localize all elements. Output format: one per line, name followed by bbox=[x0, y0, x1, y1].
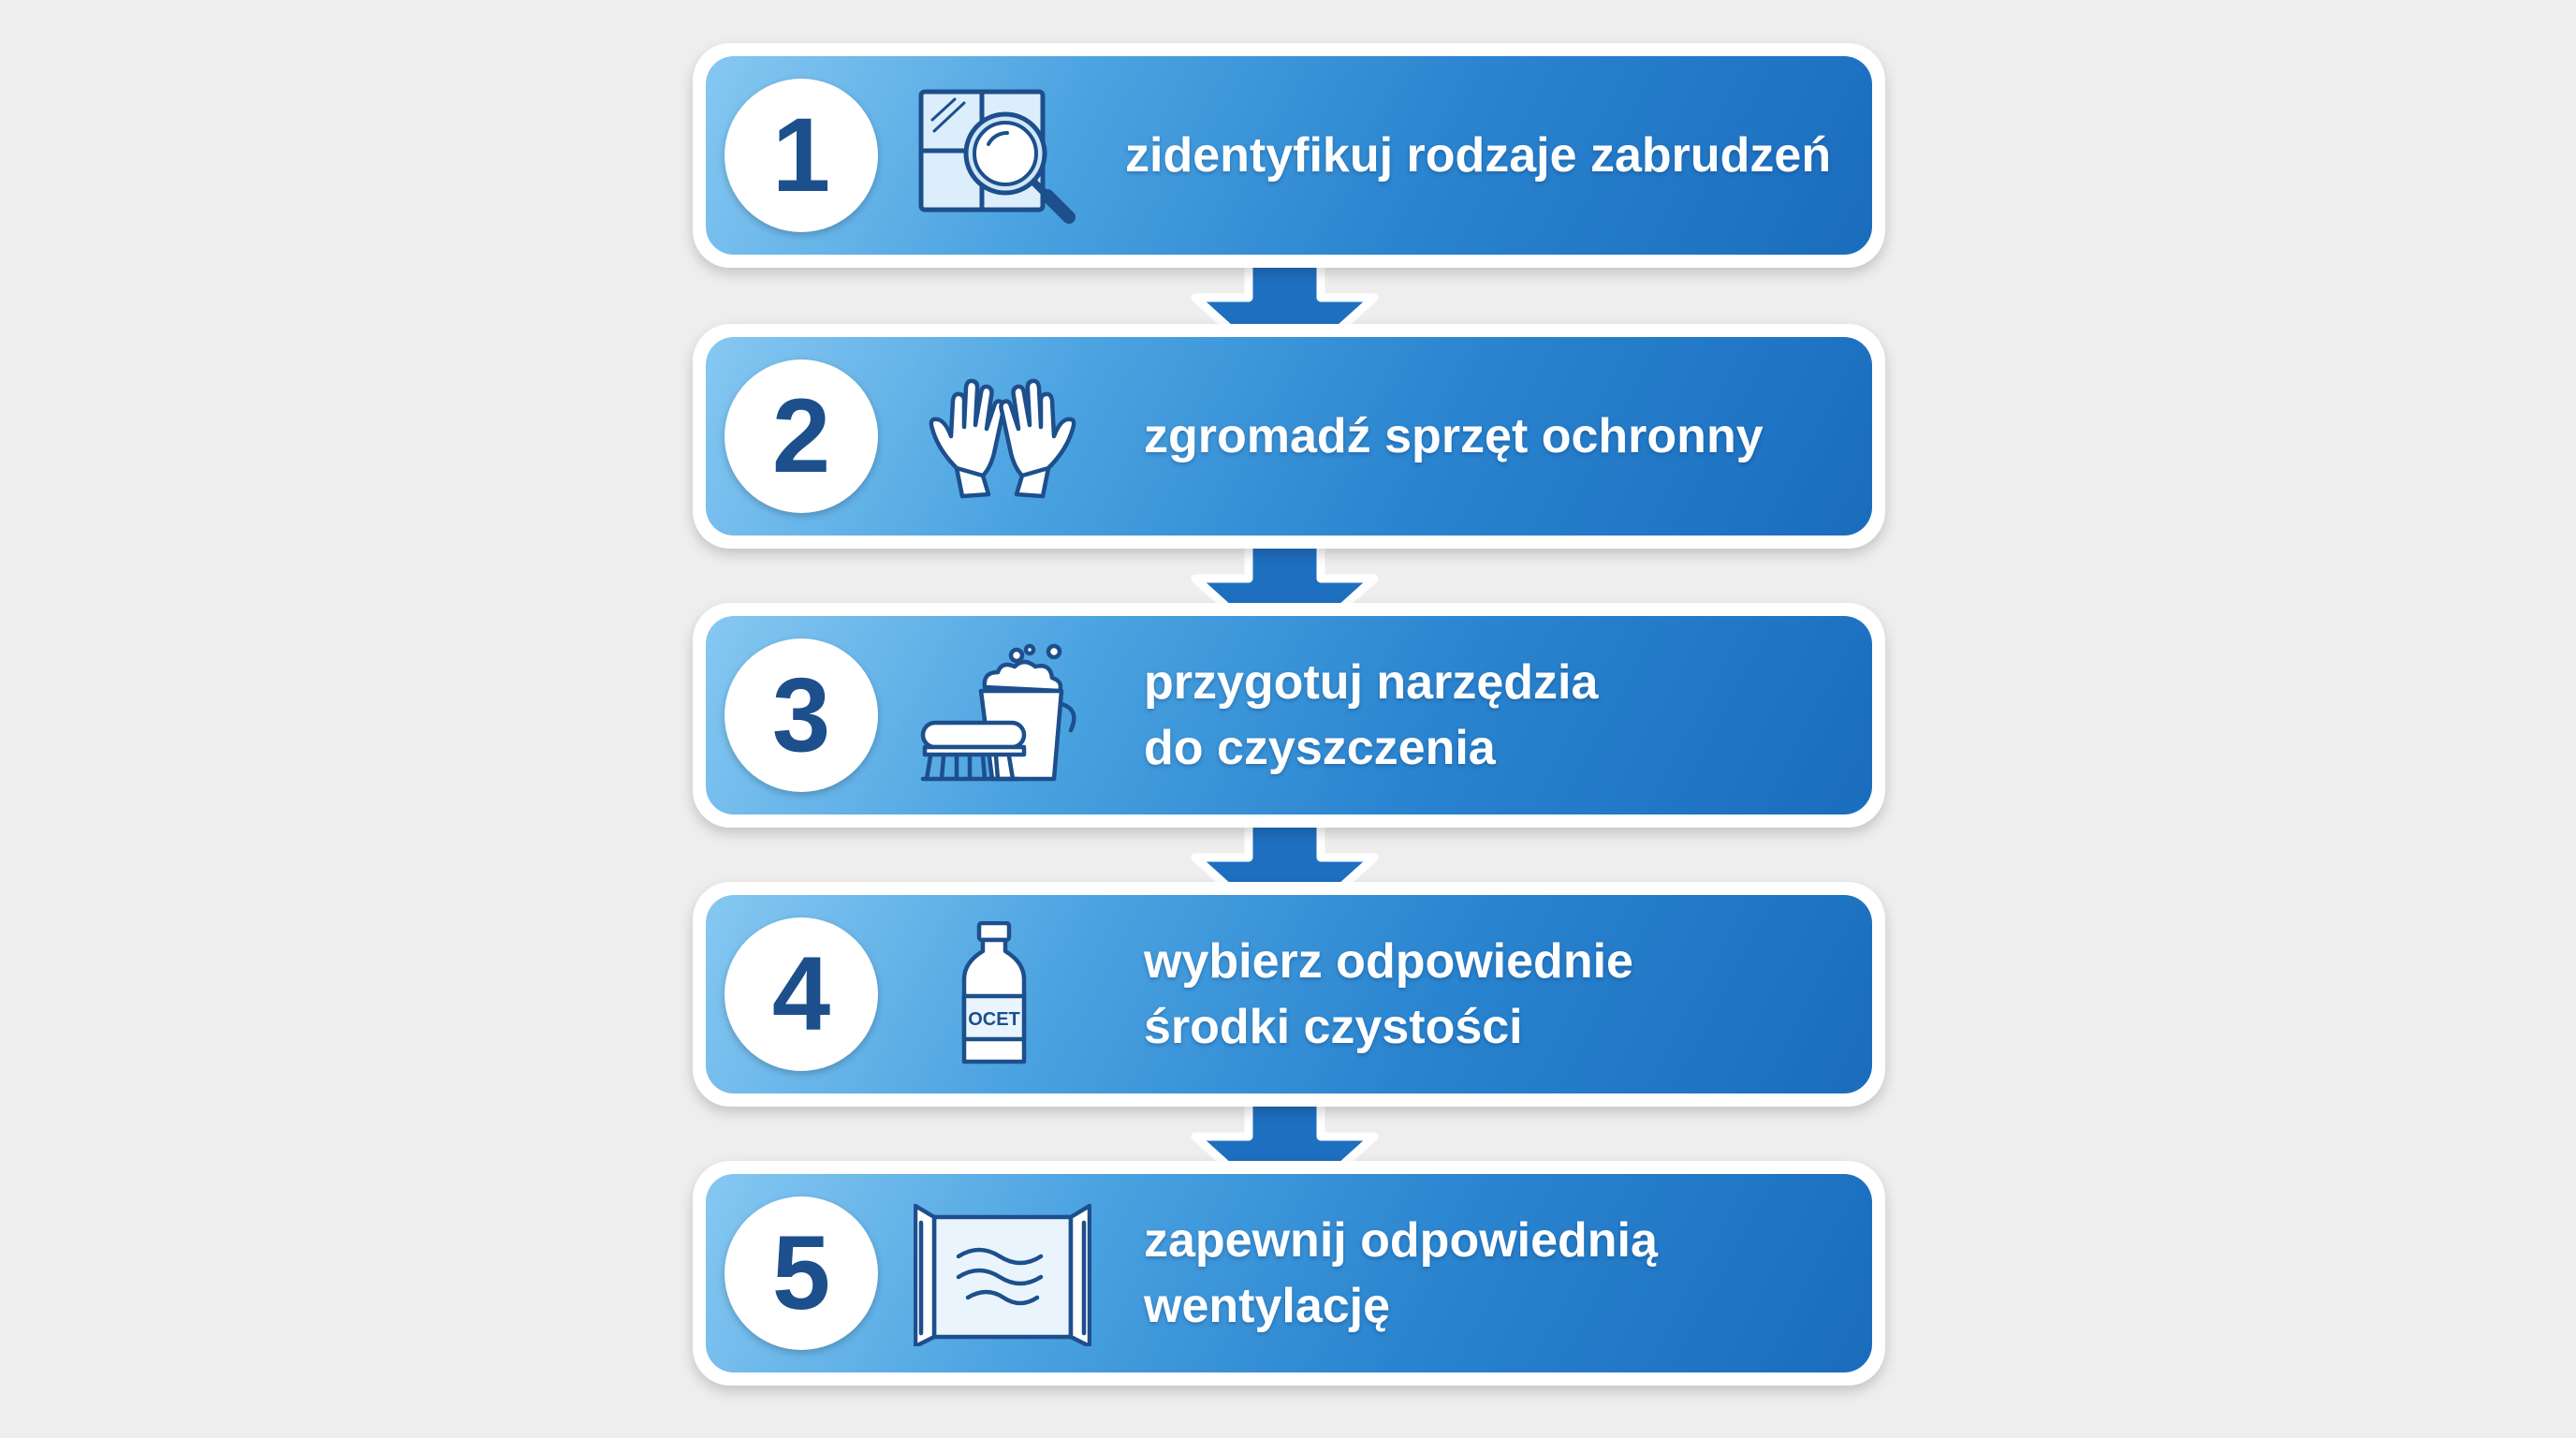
step-4-line-1: wybierz odpowiednie bbox=[1144, 934, 1633, 989]
process-flow: 1 zidentyfikuj rodzaje zabrudzeń bbox=[693, 43, 1885, 1391]
step-5-line-1: zapewnij odpowiednią bbox=[1144, 1213, 1658, 1268]
step-5-line-2: wentylację bbox=[1144, 1279, 1391, 1333]
step-3-line-2: do czyszczenia bbox=[1144, 721, 1496, 775]
step-2-box: 2 zgromadź sprzęt ochronny bbox=[706, 337, 1872, 536]
step-5-number: 5 bbox=[771, 1214, 831, 1331]
step-4-card: 4 OCET wybierz odpowiednie środki czysto… bbox=[693, 882, 1885, 1107]
step-1-box: 1 zidentyfikuj rodzaje zabrudzeń bbox=[706, 56, 1872, 255]
step-3-line-1: przygotuj narzędzia bbox=[1144, 655, 1599, 710]
step-1-number-badge: 1 bbox=[724, 79, 878, 232]
step-4-label: wybierz odpowiednie środki czystości bbox=[1144, 895, 1633, 1093]
step-5-box: 5 zapewnij odpowiednią wentylację bbox=[706, 1174, 1872, 1372]
step-1-card: 1 zidentyfikuj rodzaje zabrudzeń bbox=[693, 43, 1885, 268]
step-5-number-badge: 5 bbox=[724, 1196, 878, 1350]
step-3-card: 3 bbox=[693, 603, 1885, 828]
step-4-line-2: środki czystości bbox=[1144, 1000, 1523, 1054]
step-5-card: 5 zapewnij odpowiednią wentylację bbox=[693, 1161, 1885, 1386]
brush-bucket-icon bbox=[914, 642, 1091, 788]
step-4-box: 4 OCET wybierz odpowiednie środki czysto… bbox=[706, 895, 1872, 1093]
step-3-label: przygotuj narzędzia do czyszczenia bbox=[1144, 616, 1598, 814]
step-2-line-1: zgromadź sprzęt ochronny bbox=[1144, 409, 1764, 463]
step-4-number: 4 bbox=[771, 935, 831, 1052]
step-2-label: zgromadź sprzęt ochronny bbox=[1144, 337, 1764, 536]
step-3-number-badge: 3 bbox=[724, 638, 878, 792]
step-3-number: 3 bbox=[771, 656, 831, 773]
step-2-number: 2 bbox=[771, 377, 831, 494]
step-2-card: 2 zgromadź sprzęt ochronny bbox=[693, 324, 1885, 549]
step-1-number: 1 bbox=[771, 96, 831, 213]
step-1-line-1: zidentyfikuj rodzaje zabrudzeń bbox=[1125, 128, 1832, 183]
open-window-icon bbox=[914, 1200, 1091, 1346]
tile-magnifier-icon bbox=[914, 82, 1091, 228]
step-4-number-badge: 4 bbox=[724, 917, 878, 1071]
step-2-number-badge: 2 bbox=[724, 360, 878, 513]
gloves-icon bbox=[914, 363, 1091, 509]
bottle-icon: OCET bbox=[914, 921, 1091, 1067]
step-1-label: zidentyfikuj rodzaje zabrudzeń bbox=[1125, 56, 1831, 255]
step-5-label: zapewnij odpowiednią wentylację bbox=[1144, 1174, 1658, 1372]
step-3-box: 3 bbox=[706, 616, 1872, 814]
bottle-label: OCET bbox=[968, 1009, 1020, 1030]
